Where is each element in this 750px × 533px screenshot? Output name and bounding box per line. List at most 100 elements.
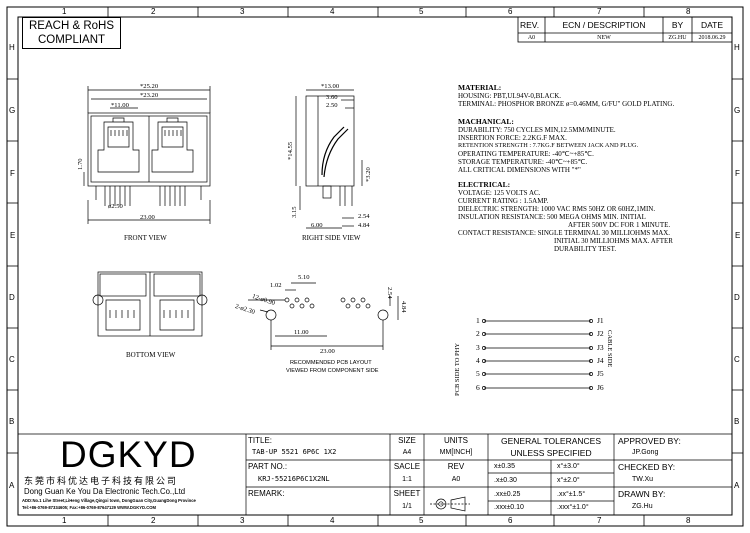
row-label-right-a: A [734, 481, 740, 490]
electrical-line-6: CONTACT RESISTANCE: SINGLE TERMINAL 30 M… [458, 229, 671, 237]
rev-value-block: A0 [451, 476, 461, 483]
rev-label: REV [447, 462, 465, 471]
dim-pcb-1-02: 1.02 [270, 282, 282, 289]
row-label-right-h: H [734, 43, 740, 52]
dim-pcb-11-00: 11.00 [294, 329, 309, 336]
compliance-line-1: REACH & RoHS [29, 20, 114, 32]
col-label-bottom-2: 2 [151, 516, 156, 525]
row-label-c: C [9, 355, 15, 364]
tolerance-right-1: x°±3.0° [557, 463, 580, 470]
dim-side-13-00: *13.00 [321, 83, 340, 90]
electrical-line-7: INITIAL 30 MILLIOHMS MAX. AFTER [554, 237, 673, 245]
sheet-value: 1/1 [402, 503, 412, 510]
schematic-drawing [482, 319, 593, 390]
row-label-a: A [9, 481, 15, 490]
tolerance-right-4: .xxx°±1.0° [557, 504, 589, 511]
company-name-cn: 东莞市科优达电子科技有限公司 [24, 476, 179, 486]
remark-label: REMARK: [248, 489, 285, 498]
pin-right-j3: J3 [597, 343, 604, 352]
electrical-line-8: DURABILITY TEST. [554, 245, 617, 253]
approved-by-value: JP.Gong [632, 449, 659, 456]
rev-header: REV. [520, 20, 540, 30]
date-header: DATE [700, 20, 724, 30]
col-label-8: 8 [686, 7, 691, 16]
material-line-1: HOUSING: PBT,UL94V-0,BLACK. [458, 92, 562, 100]
mechanical-line-2: INSERTION FORCE: 2.2KG.F MAX. [458, 134, 567, 142]
row-label-d: D [9, 293, 15, 302]
pcb-layout-title-2: VIEWED FROM COMPONENT SIDE [286, 368, 379, 374]
company-logo: DGKYD [60, 434, 197, 475]
mechanical-line-5: STORAGE TEMPERATURE: -40℃~+85℃. [458, 158, 588, 166]
electrical-line-2: CURRENT RATING : 1.5AMP. [458, 197, 549, 205]
bottom-view-drawing [92, 271, 208, 337]
company-contact: Tel:+86-0769-87334605; Fax:+86-0769-8764… [22, 505, 156, 510]
dim-side-3-15: 3.15 [291, 206, 298, 218]
scale-label: SACLE [393, 462, 421, 471]
by-header: BY [671, 20, 684, 30]
row-label-right-f: F [735, 169, 740, 178]
by-value: ZG.HU [668, 35, 687, 41]
dim-side-2-50: 2.50 [326, 102, 338, 109]
col-label-4: 4 [330, 7, 335, 16]
dim-front-23-00: 23.00 [140, 214, 155, 221]
mechanical-line-1: DURABILITY: 750 CYCLES MIN,12.5MM/MINUTE… [458, 126, 616, 134]
right-side-view-title: RIGHT SIDE VIEW [302, 234, 361, 242]
pin-right-j1: J1 [597, 316, 604, 325]
electrical-line-1: VOLTAGE: 125 VOLTS AC. [458, 189, 541, 197]
dim-pcb-23-00: 23.00 [320, 348, 335, 355]
part-no-label: PART NO.: [248, 462, 288, 471]
size-label: SIZE [398, 436, 416, 445]
mechanical-line-6: ALL CRITICAL DIMENSIONS WITH "*" [458, 166, 581, 174]
col-label-bottom-1: 1 [62, 516, 67, 525]
mechanical-line-4: OPERATING TEMPERATURE: -40℃~+85℃. [458, 150, 594, 158]
electrical-title: ELECTRICAL: [458, 180, 511, 189]
bottom-view-title: BOTTOM VIEW [126, 351, 176, 359]
tolerance-right-3: .xx°±1.5° [557, 491, 586, 498]
approved-by-label: APPROVED BY: [618, 436, 681, 446]
pin-left-1: 1 [476, 316, 480, 325]
tolerance-left-2: .x±0.30 [494, 477, 517, 484]
dim-front-1-70: 1.70 [77, 158, 84, 170]
sheet-label: SHEET [393, 489, 421, 498]
pin-right-j6: J6 [597, 383, 604, 392]
tolerance-left-1: x±0.35 [494, 463, 515, 470]
units-label: UNITS [444, 436, 468, 445]
pin-left-5: 5 [476, 369, 480, 378]
pcb-layout-drawing [248, 282, 399, 350]
cable-side-label: CABLE SIDE [606, 330, 613, 368]
material-line-2: TERMINAL: PHOSPHOR BRONZE ø=0.46MM, G/FU… [458, 100, 675, 108]
col-label-2: 2 [151, 7, 156, 16]
col-label-5: 5 [419, 7, 424, 16]
dim-front-23-20: *23.20 [140, 92, 159, 99]
drawn-by-value: ZG.Hu [632, 503, 653, 510]
col-label-7: 7 [597, 7, 602, 16]
col-label-bottom-6: 6 [508, 516, 513, 525]
electrical-line-4: INSULATION RESISTANCE: 500 MEGA OHMS MIN… [458, 213, 646, 221]
size-value: A4 [402, 449, 412, 456]
dim-side-3-60: 3.60 [326, 94, 338, 101]
title-label: TITLE: [248, 436, 273, 445]
col-label-bottom-4: 4 [330, 516, 335, 525]
title-block-grid [18, 433, 732, 515]
dim-front-11-00: *11.00 [111, 102, 129, 109]
part-no-value: KRJ-55216P6C1X2NL [258, 475, 330, 483]
dim-front-25-20: *25.20 [140, 83, 159, 90]
drawn-by-label: DRAWN BY: [618, 489, 666, 499]
compliance-line-2: COMPLIANT [37, 34, 106, 46]
row-label-right-d: D [734, 293, 740, 302]
tolerance-title-1: GENERAL TOLERANCES [501, 436, 601, 446]
specifications: MATERIAL: HOUSING: PBT,UL94V-0,BLACK. TE… [458, 83, 730, 253]
dim-side-2-54: 2.54 [358, 213, 370, 220]
dim-side-6-00: 6.00 [311, 222, 323, 229]
tolerance-left-4: .xxx±0.10 [494, 504, 524, 511]
col-label-bottom-3: 3 [240, 516, 245, 525]
row-label-e: E [10, 231, 16, 240]
col-label-1: 1 [62, 7, 67, 16]
pcb-side-label: PCB SIDE TO PHY [454, 342, 461, 396]
checked-by-value: TW.Xu [632, 476, 654, 483]
dim-side-3-20: *3.20 [365, 167, 372, 182]
rev-value: A0 [527, 35, 536, 41]
dim-front-2-50: ø2.50 [108, 203, 123, 210]
